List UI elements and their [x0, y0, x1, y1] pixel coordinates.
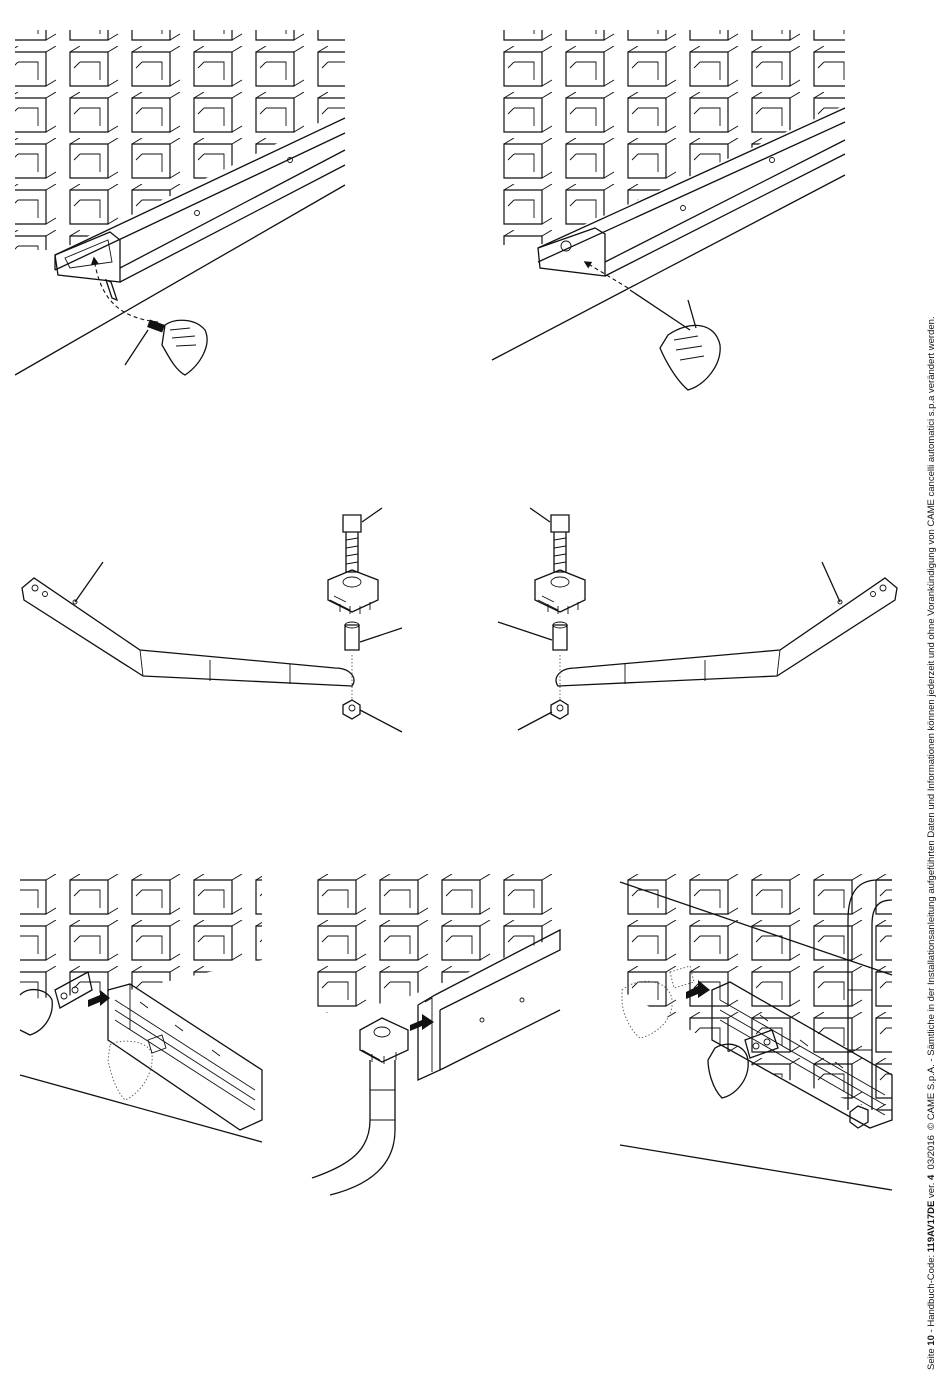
page-number: 10: [926, 1335, 937, 1346]
page-footer: Seite 10 - Handbuch-Code: 119AV17DE ver.…: [926, 316, 938, 1370]
transmission-arm-left-icon: [22, 508, 402, 732]
page-label: Seite: [926, 1348, 937, 1370]
copyright-notice: © CAME S.p.A. - Sämtliche in der Install…: [926, 316, 937, 1129]
step1-screw-insertion-icon: [15, 30, 345, 375]
manual-code-label: Handbuch-Code:: [926, 1255, 937, 1327]
manual-code: 119AV17DE: [926, 1201, 937, 1253]
transmission-arm-right-icon: [498, 508, 897, 730]
step3-slide-insert-icon: [20, 872, 262, 1142]
step5-slide-fixing-icon: [620, 872, 892, 1190]
version-label: ver.: [926, 1183, 937, 1198]
footer-date: 03/2016: [926, 1135, 937, 1169]
step4-arm-insertion-icon: [312, 872, 560, 1195]
step2-hex-key-tightening-icon: [492, 30, 845, 390]
footer-separator: -: [926, 1327, 937, 1335]
version-number: 4: [926, 1175, 937, 1180]
